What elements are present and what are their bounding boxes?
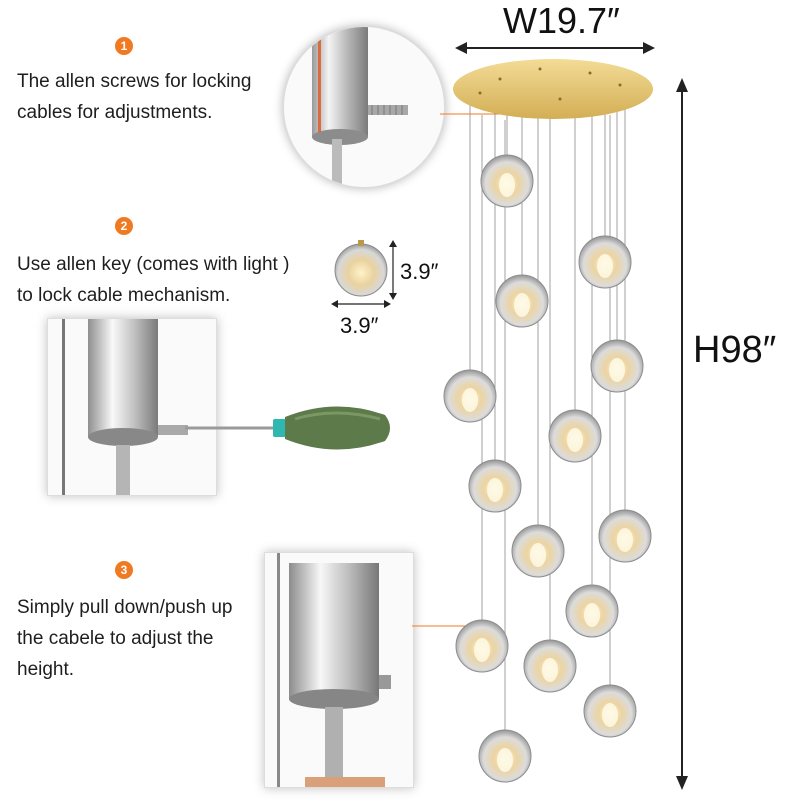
step-2-line-2: to lock cable mechanism. — [17, 285, 231, 306]
allen-screw-closeup-icon — [312, 27, 408, 187]
step-3-line-1: Simply pull down/push up — [17, 597, 233, 618]
screwdriver-icon — [185, 406, 390, 450]
allen-screw-detail-image — [283, 26, 445, 188]
height-arrow-icon — [676, 78, 688, 790]
step-1-caption: The allen screws for locking cables for … — [17, 66, 251, 128]
globe-height-label: 3.9″ — [400, 259, 439, 284]
step-1-line-2: cables for adjustments. — [17, 102, 213, 123]
step-1-badge: 1 — [115, 37, 133, 55]
globe-size-diagram — [331, 240, 397, 308]
cable-adjust-detail-image — [264, 552, 414, 788]
step-3-badge: 3 — [115, 561, 133, 579]
screwdriver-detail-image — [47, 318, 217, 496]
step-3-line-2: the cabele to adjust the — [17, 628, 214, 649]
globe-width-label: 3.9″ — [340, 313, 379, 338]
height-label: H98″ — [693, 329, 777, 371]
step-3-line-3: height. — [17, 659, 75, 680]
step-1-line-1: The allen screws for locking — [17, 71, 252, 92]
step-2-line-1: Use allen key (comes with light ) — [17, 254, 290, 275]
step-3-caption: Simply pull down/push up the cabele to a… — [17, 592, 232, 685]
width-arrow-icon — [455, 42, 655, 54]
cable-adjust-closeup-icon — [277, 553, 391, 787]
width-label: W19.7″ — [503, 0, 620, 41]
step-2-caption: Use allen key (comes with light ) to loc… — [17, 249, 289, 311]
chandelier-product-image — [443, 59, 653, 783]
step-2-badge: 2 — [115, 217, 133, 235]
canopy-icon — [453, 59, 653, 119]
cable-holder-closeup-icon — [62, 319, 188, 495]
